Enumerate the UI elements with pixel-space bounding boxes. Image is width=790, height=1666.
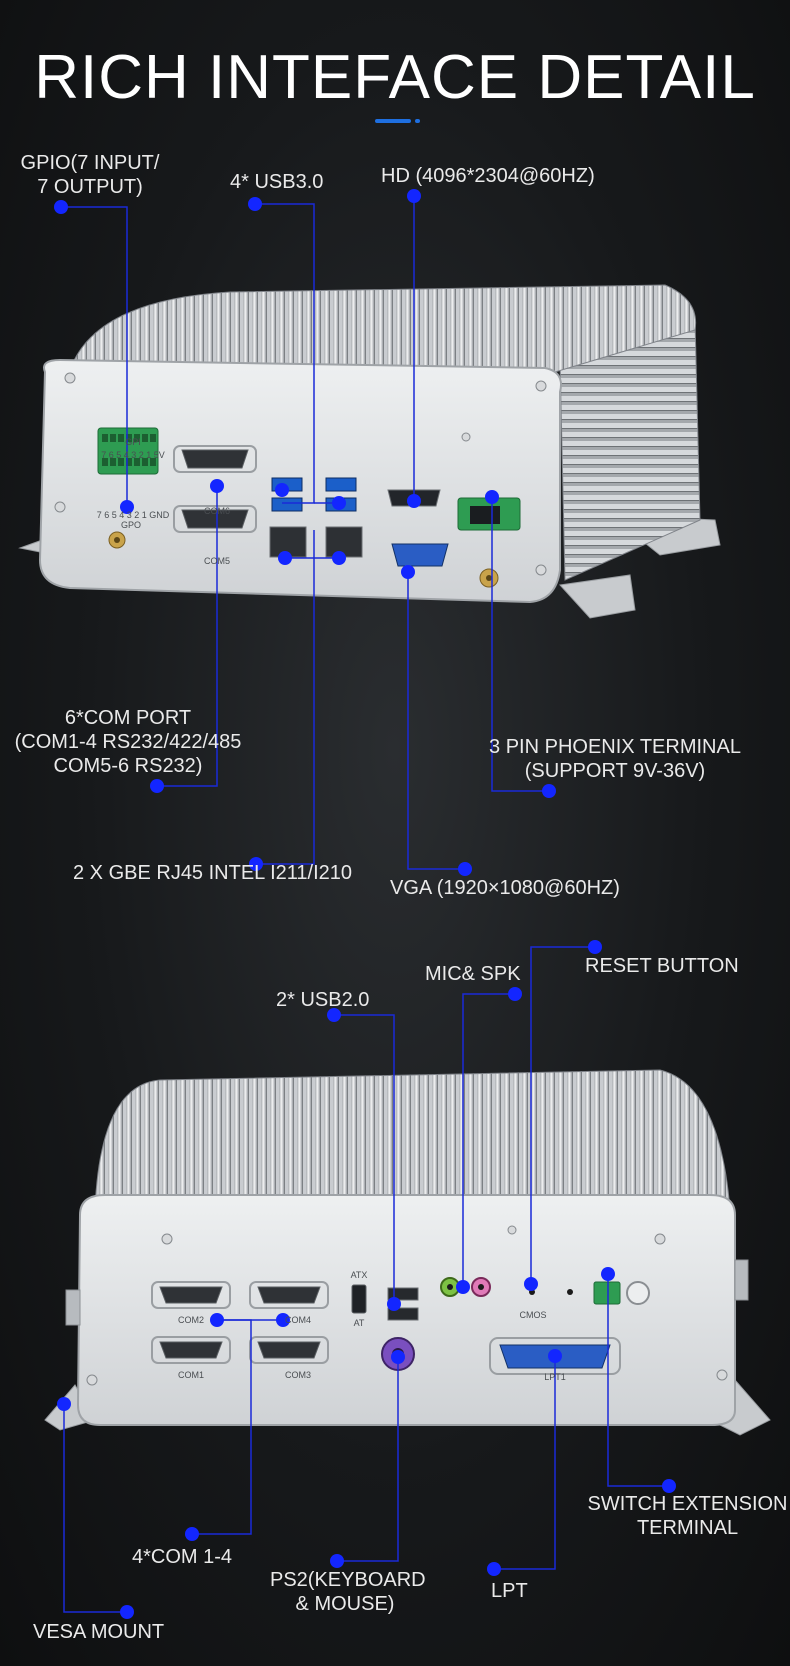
silk-com2: COM2	[178, 1315, 204, 1325]
silk-cmos: CMOS	[520, 1310, 547, 1320]
label-switch-terminal: SWITCH EXTENSION TERMINAL	[587, 1493, 788, 1539]
label-usb3: 4* USB3.0	[230, 171, 324, 193]
label-com-1-4: 4*COM 1-4	[132, 1546, 233, 1568]
label-gpio: GPIO(7 INPUT/ 7 OUTPUT)	[20, 152, 160, 198]
leader-lines	[61, 196, 669, 1613]
silk-com4: COM4	[285, 1315, 311, 1325]
silk-gpi-pins: 7 6 5 4 3 2 1 5V	[101, 450, 165, 460]
silk-atx: ATX	[351, 1270, 368, 1280]
silk-gpo: GPO	[121, 520, 141, 530]
bottom-device	[44, 1069, 771, 1436]
label-hd: HD (4096*2304@60HZ)	[381, 165, 595, 187]
silk-gpi: GPI	[125, 437, 141, 447]
label-reset: RESET BUTTON	[585, 955, 739, 977]
silk-at: AT	[354, 1318, 365, 1328]
label-usb2: 2* USB2.0	[276, 989, 370, 1011]
label-vesa: VESA MOUNT	[33, 1621, 165, 1643]
label-lpt: LPT	[491, 1580, 528, 1602]
silk-lpt1: LPT1	[544, 1372, 566, 1382]
title-underline	[375, 119, 411, 123]
label-mic-spk: MIC& SPK	[425, 963, 521, 985]
title-underline-dot	[415, 119, 420, 123]
callout-dots	[54, 189, 676, 1619]
silk-com3: COM3	[285, 1370, 311, 1380]
label-phoenix: 3 PIN PHOENIX TERMINAL (SUPPORT 9V-36V)	[489, 736, 741, 782]
silk-com5: COM5	[204, 556, 230, 566]
silk-gpo-pins: 7 6 5 4 3 2 1 GND	[97, 510, 170, 520]
silk-com6: COM6	[204, 506, 230, 516]
label-com-ports: 6*COM PORT (COM1-4 RS232/422/485 COM5-6 …	[14, 707, 242, 777]
top-device	[18, 284, 721, 619]
page-title: RICH INTEFACE DETAIL	[34, 43, 756, 112]
label-ps2: PS2(KEYBOARD & MOUSE)	[270, 1569, 426, 1615]
label-vga: VGA (1920×1080@60HZ)	[390, 877, 620, 899]
label-gbe: 2 X GBE RJ45 INTEL I211/I210	[73, 862, 353, 884]
silk-com1: COM1	[178, 1370, 204, 1380]
